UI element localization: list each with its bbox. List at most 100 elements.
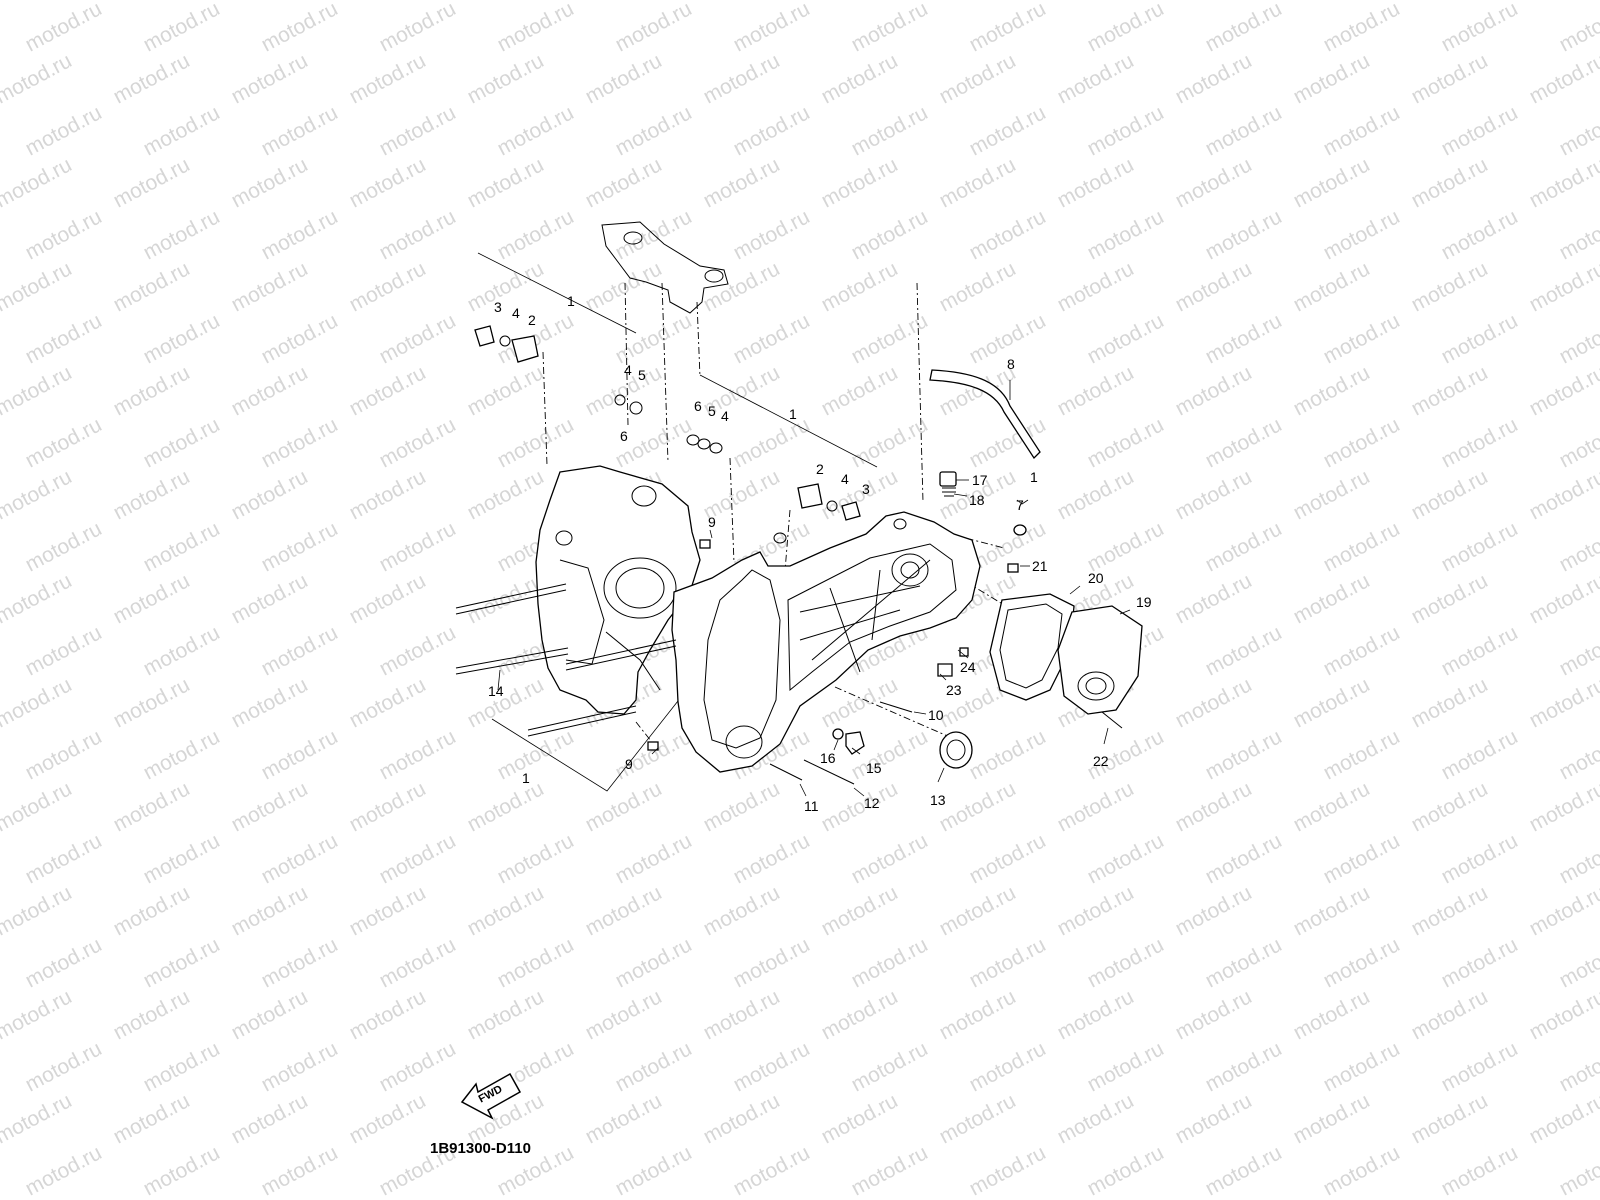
watermark-text: motod.ru <box>0 673 76 732</box>
leader-18 <box>953 493 968 497</box>
group-bracket-upper-left <box>477 252 637 334</box>
watermark-text: motod.ru <box>376 725 460 784</box>
watermark-text: motod.ru <box>376 101 460 160</box>
watermark-text: motod.ru <box>464 257 548 316</box>
watermark-text: motod.ru <box>1290 0 1374 4</box>
crankcase-drawing: 3 1 4 2 4 5 6 1 6 5 4 2 4 3 8 17 18 1 7 … <box>455 221 1152 814</box>
watermark-text: motod.ru <box>936 153 1020 212</box>
watermark-text: motod.ru <box>1202 829 1286 888</box>
callout-number: 9 <box>708 514 716 530</box>
watermark-text: motod.ru <box>700 49 784 108</box>
watermark-text: motod.ru <box>464 777 548 836</box>
watermark-text: motod.ru <box>1526 257 1600 316</box>
cover-bore <box>1085 677 1107 695</box>
watermark-text: motod.ru <box>936 777 1020 836</box>
oring-5a <box>629 401 643 415</box>
watermark-text: motod.ru <box>140 0 224 56</box>
watermark-text: motod.ru <box>730 101 814 160</box>
leader-19 <box>1119 609 1131 615</box>
watermark-text: motod.ru <box>1556 205 1600 264</box>
watermark-text: motod.ru <box>1172 257 1256 316</box>
watermark-text: motod.ru <box>1084 1037 1168 1096</box>
watermark-text: motod.ru <box>966 829 1050 888</box>
oring-4c <box>709 442 723 454</box>
watermark-text: motod.ru <box>1556 933 1600 992</box>
watermark-text: motod.ru <box>1202 725 1286 784</box>
watermark-text: motod.ru <box>848 829 932 888</box>
watermark-text: motod.ru <box>228 1089 312 1148</box>
watermark-text: motod.ru <box>1320 725 1404 784</box>
watermark-text: motod.ru <box>966 101 1050 160</box>
watermark-text: motod.ru <box>1438 829 1522 888</box>
bushing-3b <box>841 501 861 521</box>
watermark-text: motod.ru <box>700 881 784 940</box>
watermark-text: motod.ru <box>1526 673 1600 732</box>
callout-number: 20 <box>1088 570 1104 586</box>
watermark-text: motod.ru <box>582 153 666 212</box>
watermark-text: motod.ru <box>22 1037 106 1096</box>
watermark-text: motod.ru <box>258 205 342 264</box>
watermark-text: motod.ru <box>1172 361 1256 420</box>
watermark-text: motod.ru <box>228 153 312 212</box>
watermark-text: motod.ru <box>1202 205 1286 264</box>
watermark-text: motod.ru <box>110 153 194 212</box>
watermark-text: motod.ru <box>1172 985 1256 1044</box>
watermark-text: motod.ru <box>376 829 460 888</box>
alignment-line <box>696 301 701 378</box>
watermark-text: motod.ru <box>612 1141 696 1200</box>
watermark-text: motod.ru <box>0 49 76 108</box>
watermark-text: motod.ru <box>1054 0 1138 4</box>
watermark-text: motod.ru <box>228 985 312 1044</box>
callout-number: 10 <box>928 707 944 723</box>
callout-number: 13 <box>930 792 946 808</box>
watermark-text: motod.ru <box>582 777 666 836</box>
callout-number: 7 <box>1016 497 1024 513</box>
callout-number: 23 <box>946 682 962 698</box>
watermark-text: motod.ru <box>936 881 1020 940</box>
watermark-text: motod.ru <box>0 985 76 1044</box>
leader-11 <box>799 783 807 797</box>
watermark-text: motod.ru <box>582 257 666 316</box>
watermark-text: motod.ru <box>376 621 460 680</box>
watermark-text: motod.ru <box>1408 985 1492 1044</box>
leader-22 <box>1103 727 1109 745</box>
leader-9a <box>709 529 713 539</box>
watermark-text: motod.ru <box>1084 829 1168 888</box>
watermark-text: motod.ru <box>228 361 312 420</box>
watermark-text: motod.ru <box>464 49 548 108</box>
pulley-bore <box>900 561 920 579</box>
bushing-2a <box>511 335 539 363</box>
watermark-text: motod.ru <box>1320 0 1404 56</box>
watermark-text: motod.ru <box>1526 49 1600 108</box>
watermark-text: motod.ru <box>818 777 902 836</box>
callout-number: 14 <box>488 683 504 699</box>
watermark-text: motod.ru <box>582 1089 666 1148</box>
bearing-boss <box>603 557 677 619</box>
watermark-text: motod.ru <box>1320 829 1404 888</box>
watermark-text: motod.ru <box>140 205 224 264</box>
pulley-boss <box>891 553 929 587</box>
watermark-text: motod.ru <box>1408 465 1492 524</box>
watermark-text: motod.ru <box>1202 621 1286 680</box>
stud-bolt <box>565 645 677 671</box>
watermark-text: motod.ru <box>258 517 342 576</box>
oil-plug <box>939 471 957 487</box>
fwd-arrow-icon: FWD <box>460 1072 522 1120</box>
watermark-text: motod.ru <box>494 933 578 992</box>
watermark-text: motod.ru <box>1438 1037 1522 1096</box>
watermark-text: motod.ru <box>730 309 814 368</box>
watermark-text: motod.ru <box>22 0 106 56</box>
watermark-text: motod.ru <box>1526 985 1600 1044</box>
watermark-text: motod.ru <box>140 101 224 160</box>
stud-bolt <box>527 711 637 737</box>
watermark-text: motod.ru <box>1320 101 1404 160</box>
alignment-line <box>542 351 548 466</box>
watermark-text: motod.ru <box>1526 1089 1600 1148</box>
watermark-text: motod.ru <box>110 49 194 108</box>
watermark-text: motod.ru <box>730 1141 814 1200</box>
watermark-text: motod.ru <box>140 1141 224 1200</box>
watermark-text: motod.ru <box>1290 569 1374 628</box>
oring-4a <box>499 335 511 347</box>
watermark-text: motod.ru <box>228 777 312 836</box>
watermark-text: motod.ru <box>22 413 106 472</box>
